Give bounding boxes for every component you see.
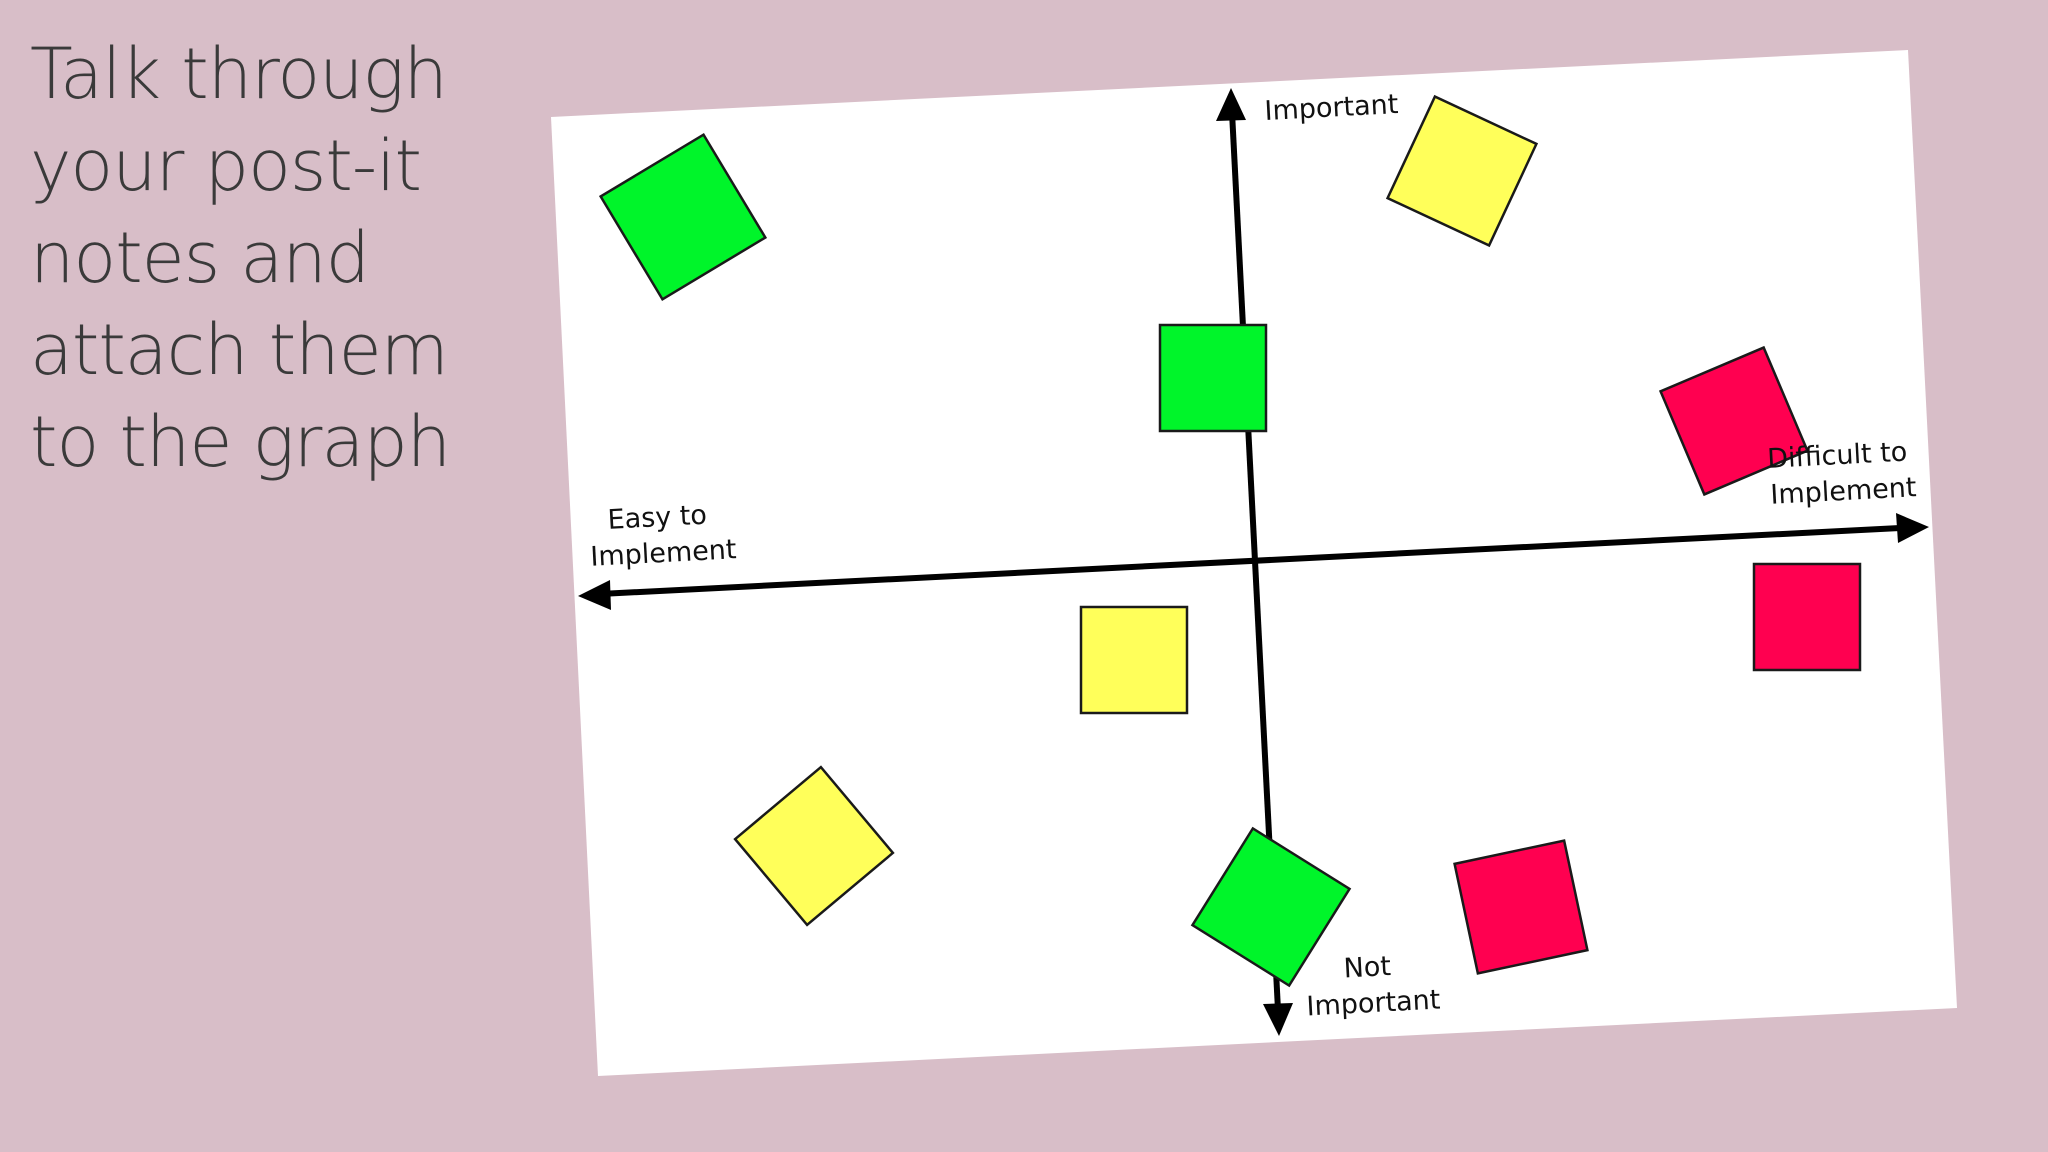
x-axis-right-label-line: Implement	[1770, 472, 1918, 511]
post-it-note	[1385, 94, 1539, 248]
x-axis-left-label-line: Implement	[590, 534, 738, 573]
post-it-note	[1752, 562, 1862, 672]
x-axis-left-label: Easy to Implement	[588, 498, 737, 573]
post-it-note	[733, 765, 895, 927]
y-axis-top-arrowhead	[1216, 88, 1246, 121]
y-axis-bottom-label: Not Important	[1304, 949, 1441, 1023]
slide-title: Talk through your post-it notes and atta…	[30, 28, 510, 488]
post-it-note	[598, 132, 768, 302]
x-axis-left-arrowhead	[578, 580, 611, 610]
y-axis-bottom-label-line: Important	[1306, 984, 1441, 1022]
slide-title-line: your post-it	[30, 125, 422, 207]
slide-title-line: notes and	[30, 217, 370, 299]
x-axis-right-arrowhead	[1896, 513, 1929, 543]
post-it-note	[1079, 605, 1189, 715]
post-it-note	[1453, 839, 1589, 975]
x-axis-right-label: Difficult to Implement	[1766, 436, 1918, 511]
slide-title-line: to the graph	[30, 401, 451, 483]
post-it-note	[1190, 826, 1352, 988]
x-axis-left-label-line: Easy to	[607, 500, 708, 536]
slide-title-line: attach them	[30, 309, 449, 391]
post-it-note	[1658, 345, 1810, 497]
post-it-notes	[598, 94, 1862, 988]
x-axis-right-label-line: Difficult to	[1766, 437, 1908, 475]
post-it-note	[1158, 323, 1268, 433]
axis-labels: Important Not Important Easy to Implemen…	[588, 89, 1918, 1023]
slide-title-line: Talk through	[30, 33, 448, 115]
y-axis-top-label: Important	[1264, 89, 1399, 127]
x-axis-line	[599, 525, 1901, 597]
y-axis-bottom-label-line: Not	[1343, 951, 1392, 984]
y-axis-bottom-arrowhead	[1263, 1003, 1293, 1036]
